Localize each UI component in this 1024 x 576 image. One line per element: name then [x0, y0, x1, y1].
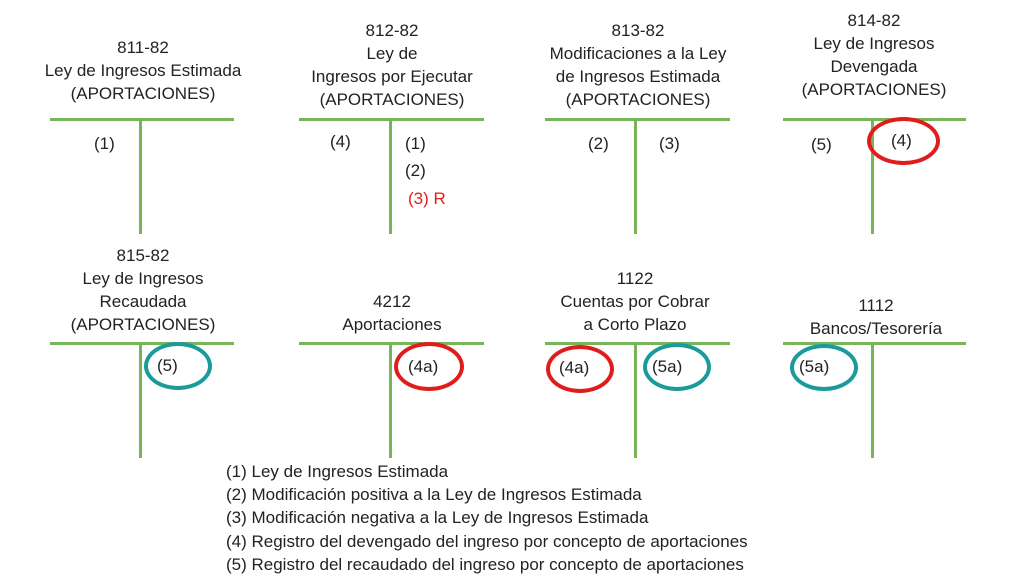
t-account-stem [389, 342, 392, 458]
account-code: 1112 [858, 296, 894, 315]
account-title: 814-82 Ley de Ingresos Devengada (APORTA… [754, 9, 994, 101]
debit-entry: (1) [94, 134, 115, 153]
account-name: Ley de Ingresos Estimada [44, 61, 242, 80]
account-title: 1122 Cuentas por Cobrar a Corto Plazo [515, 267, 755, 336]
highlight-ring-teal [790, 344, 858, 391]
credit-entry: (5) [157, 356, 178, 375]
account-title: 812-82 Ley de Ingresos por Ejecutar (APO… [272, 19, 512, 111]
account-name: Aportaciones [342, 315, 442, 334]
legend-item: (3) Modificación negativa a la Ley de In… [226, 508, 649, 528]
account-title: 4212 Aportaciones [272, 290, 512, 336]
t-account-stem [139, 118, 142, 234]
t-account-stem [871, 118, 874, 234]
account-title: 811-82 Ley de Ingresos Estimada (APORTAC… [23, 36, 263, 105]
account-subtitle: (APORTACIONES) [70, 84, 216, 103]
debit-entry: (4) [330, 132, 351, 151]
account-name: Ingresos por Ejecutar [311, 67, 473, 86]
highlight-ring-red [394, 342, 464, 391]
account-name: Recaudada [99, 292, 187, 311]
account-code: 1122 [616, 269, 654, 288]
credit-entry: (3) [659, 134, 680, 153]
account-title: 1112 Bancos/Tesorería [756, 294, 996, 340]
credit-entry: (2) [405, 161, 426, 180]
account-name: Modificaciones a la Ley [549, 44, 727, 63]
t-account-stem [871, 342, 874, 458]
account-name: Ley de Ingresos [813, 34, 935, 53]
highlight-ring-red [546, 345, 614, 393]
debit-entry: (5) [811, 135, 832, 154]
t-account-stem [389, 118, 392, 234]
legend-item: (1) Ley de Ingresos Estimada [226, 462, 449, 481]
t-account-top-line [50, 342, 234, 345]
account-name: Bancos/Tesorería [809, 319, 943, 338]
account-name: Devengada [830, 57, 918, 76]
t-account-top-line [545, 118, 730, 121]
legend-item: (4) Registro del devengado del ingreso p… [226, 531, 748, 551]
highlight-ring-teal [643, 343, 711, 391]
t-account-top-line [545, 342, 730, 345]
t-account-stem [139, 342, 142, 458]
account-title: 813-82 Modificaciones a la Ley de Ingres… [518, 19, 758, 111]
account-code: 814-82 [847, 11, 901, 30]
account-code: 815-82 [116, 246, 170, 265]
debit-entry: (5a) [799, 357, 830, 376]
t-account-stem [634, 118, 637, 234]
account-code: 812-82 [365, 21, 419, 40]
account-name: de Ingresos Estimada [555, 67, 721, 86]
credit-entry: (5a) [652, 357, 683, 376]
t-account-top-line [50, 118, 234, 121]
account-title: 815-82 Ley de Ingresos Recaudada (APORTA… [23, 244, 263, 336]
account-subtitle: (APORTACIONES) [565, 90, 711, 109]
credit-entry: (4) [891, 131, 912, 150]
legend-item: (5) Registro del recaudado del ingreso p… [226, 554, 744, 574]
account-subtitle: (APORTACIONES) [801, 80, 947, 99]
account-code: 813-82 [611, 21, 665, 40]
credit-entry-reversal: (3) R [408, 189, 446, 208]
account-name: Cuentas por Cobrar [560, 292, 710, 311]
debit-entry: (4a) [559, 358, 590, 377]
t-account-top-line [783, 342, 966, 345]
debit-entry: (2) [588, 134, 609, 153]
account-code: 4212 [373, 292, 411, 311]
legend-item: (2) Modificación positiva a la Ley de In… [226, 485, 642, 505]
account-name: Ley de Ingresos [82, 269, 204, 288]
highlight-ring-teal [144, 342, 212, 390]
highlight-ring-red [867, 117, 940, 165]
account-subtitle: (APORTACIONES) [70, 315, 216, 334]
credit-entry: (4a) [408, 357, 439, 376]
account-name: Ley de [366, 44, 418, 63]
account-subtitle: (APORTACIONES) [319, 90, 465, 109]
credit-entry: (1) [405, 134, 426, 153]
account-code: 811-82 [117, 38, 169, 57]
t-account-top-line [783, 118, 966, 121]
account-name: a Corto Plazo [583, 315, 687, 334]
t-account-stem [634, 342, 637, 458]
legend: (1) Ley de Ingresos Estimada (2) Modific… [226, 460, 748, 576]
